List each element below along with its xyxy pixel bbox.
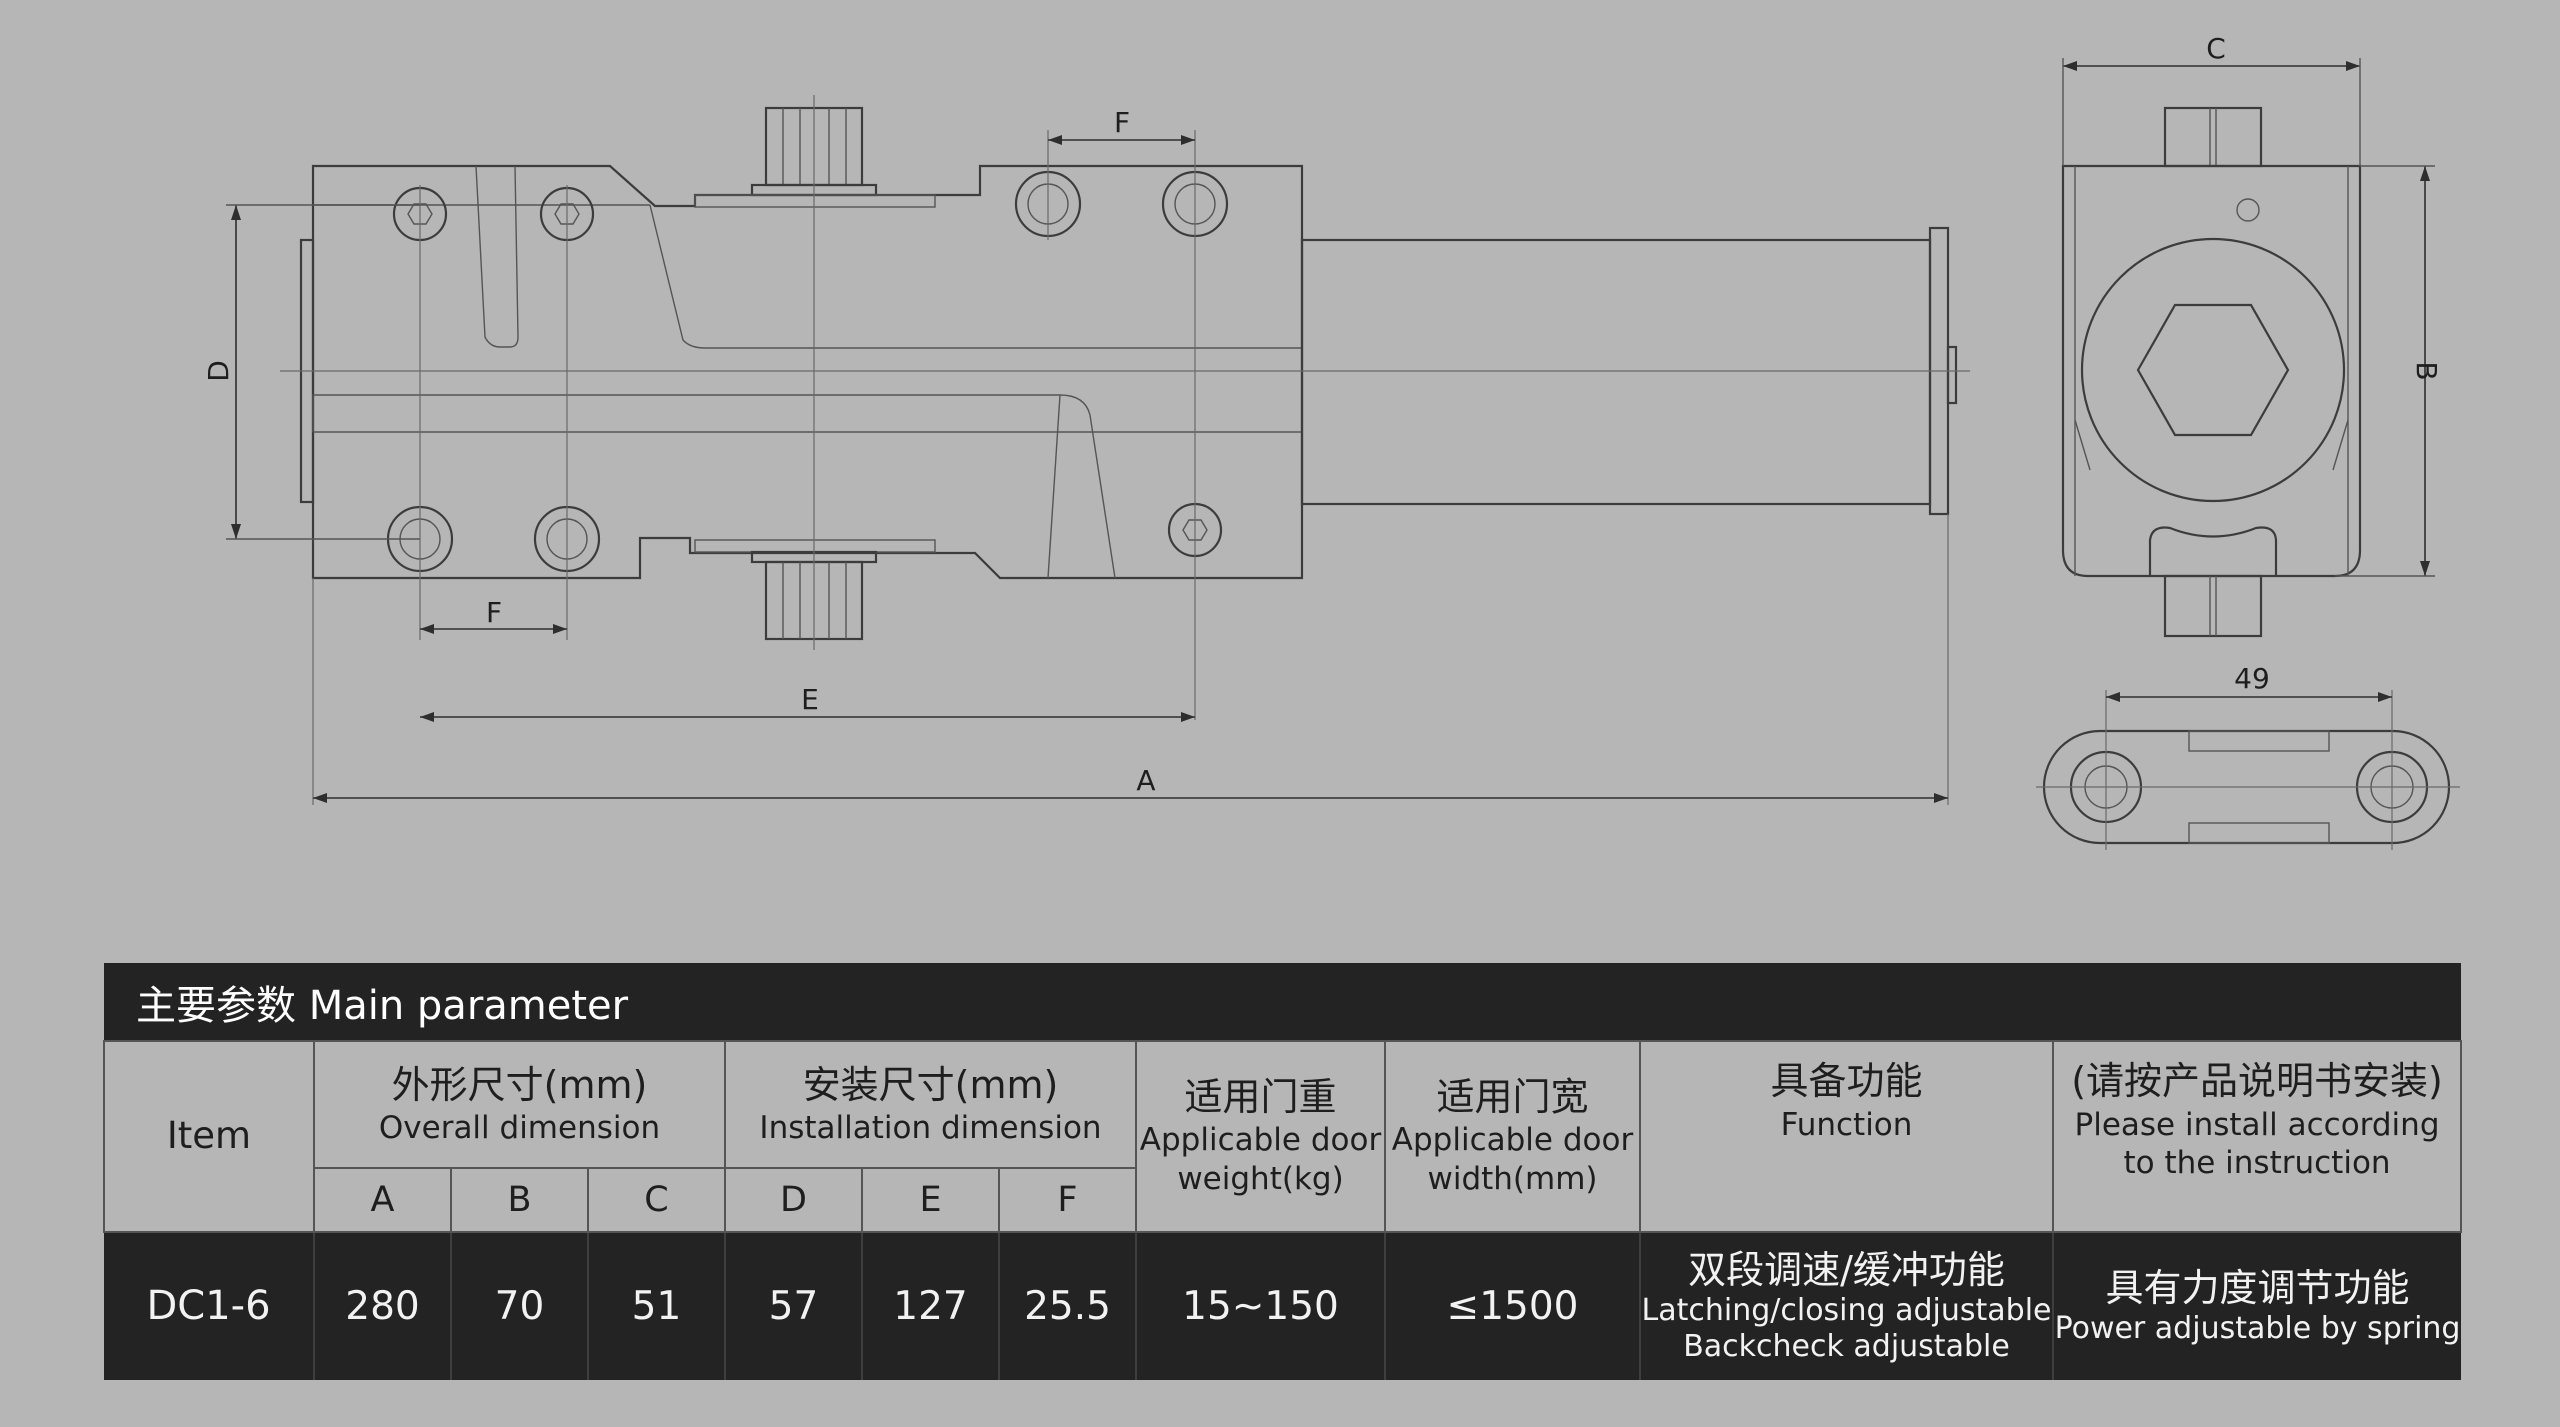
value-F: 25.5 (998, 1231, 1136, 1380)
top-pinion (694, 106, 936, 208)
dim-label-A: A (1136, 764, 1155, 797)
note-value-cn: 具有力度调节功能 (2105, 1265, 2410, 1310)
dim-label-F-bottom: F (486, 596, 502, 629)
cylinder-tube (1300, 238, 1932, 506)
dim-label-E: E (801, 683, 819, 716)
overall-dimension-header: 外形尺寸(mm) Overall dimension (313, 1040, 726, 1170)
front-view: D F F E A (202, 95, 1970, 805)
bottom-pinion (694, 539, 936, 641)
mounting-plate-view: 49 (2036, 662, 2460, 850)
install-note-en-2: to the instruction (2123, 1145, 2391, 1182)
table-row: DC1-6 280 70 51 57 127 25.5 15~150 ≤1500… (104, 1231, 2462, 1380)
table-title: 主要参数 Main parameter (104, 963, 2462, 1042)
pinion-housing (2080, 237, 2346, 503)
installation-dimension-cn: 安装尺寸(mm) (802, 1062, 1059, 1107)
function-cn: 具备功能 (1770, 1059, 1923, 1104)
value-A: 280 (313, 1231, 451, 1380)
value-B: 70 (450, 1231, 588, 1380)
door-width-en-2: width(mm) (1427, 1161, 1598, 1198)
subheader-D: D (724, 1167, 863, 1233)
installation-dimension-en: Installation dimension (759, 1110, 1102, 1147)
function-value-en-1: Latching/closing adjustable (1641, 1293, 2052, 1329)
body-outline (311, 164, 1304, 580)
item-header: Item (103, 1040, 315, 1233)
lower-ramp-2 (1047, 394, 1061, 579)
value-note: 具有力度调节功能 Power adjustable by spring (2051, 1231, 2462, 1380)
value-function: 双段调速/缓冲功能 Latching/closing adjustable Ba… (1639, 1231, 2053, 1380)
installation-dimension-header: 安装尺寸(mm) Installation dimension (724, 1040, 1137, 1170)
value-D: 57 (724, 1231, 862, 1380)
dim-label-F-top: F (1114, 106, 1130, 139)
value-C: 51 (587, 1231, 725, 1380)
overall-dimension-en: Overall dimension (378, 1110, 661, 1147)
install-note-header: (请按产品说明书安装) Please install according to … (2051, 1040, 2463, 1233)
upper-groove (313, 165, 650, 348)
overall-dimension-cn: 外形尺寸(mm) (391, 1062, 648, 1107)
install-note-cn: (请按产品说明书安装) (2071, 1059, 2443, 1104)
dim-label-49: 49 (2234, 662, 2270, 695)
function-value-en-2: Backcheck adjustable (1683, 1329, 2010, 1365)
dim-label-C: C (2206, 32, 2226, 65)
function-en: Function (1780, 1106, 1913, 1143)
door-width-en-1: Applicable door (1391, 1122, 1634, 1159)
side-body-outline (2061, 164, 2362, 578)
door-weight-header: 适用门重 Applicable door weight(kg) (1135, 1040, 1386, 1233)
dim-label-D: D (202, 360, 235, 382)
lower-ramp (312, 394, 1302, 579)
subheader-B: B (450, 1167, 589, 1233)
technical-drawing: D F F E A (202, 32, 2460, 850)
door-width-cn: 适用门宽 (1436, 1074, 1589, 1119)
function-header: 具备功能 Function (1639, 1040, 2054, 1233)
value-door-width: ≤1500 (1384, 1231, 1640, 1380)
upper-ramp (649, 204, 1302, 349)
subheader-F: F (998, 1167, 1137, 1233)
plate-outline (2042, 729, 2451, 845)
install-note-en-1: Please install according (2074, 1106, 2440, 1143)
door-weight-cn: 适用门重 (1184, 1074, 1337, 1119)
parameter-table: 主要参数 Main parameter Item 外形尺寸(mm) Overal… (103, 963, 2463, 1380)
function-value-cn: 双段调速/缓冲功能 (1688, 1247, 2005, 1292)
subheader-C: C (587, 1167, 726, 1233)
hex-pinion (2136, 303, 2290, 437)
door-weight-en-1: Applicable door (1139, 1122, 1382, 1159)
subheader-A: A (313, 1167, 452, 1233)
model-cell: DC1-6 (104, 1231, 314, 1380)
door-weight-en-2: weight(kg) (1177, 1161, 1344, 1198)
subheader-E: E (861, 1167, 1000, 1233)
valve-screw (1946, 345, 1958, 405)
value-door-weight: 15~150 (1135, 1231, 1385, 1380)
dim-label-B: B (2410, 361, 2443, 380)
value-E: 127 (861, 1231, 999, 1380)
side-view: C B (2061, 32, 2443, 638)
note-value-en: Power adjustable by spring (2054, 1311, 2461, 1347)
door-width-header: 适用门宽 Applicable door width(mm) (1384, 1040, 1641, 1233)
